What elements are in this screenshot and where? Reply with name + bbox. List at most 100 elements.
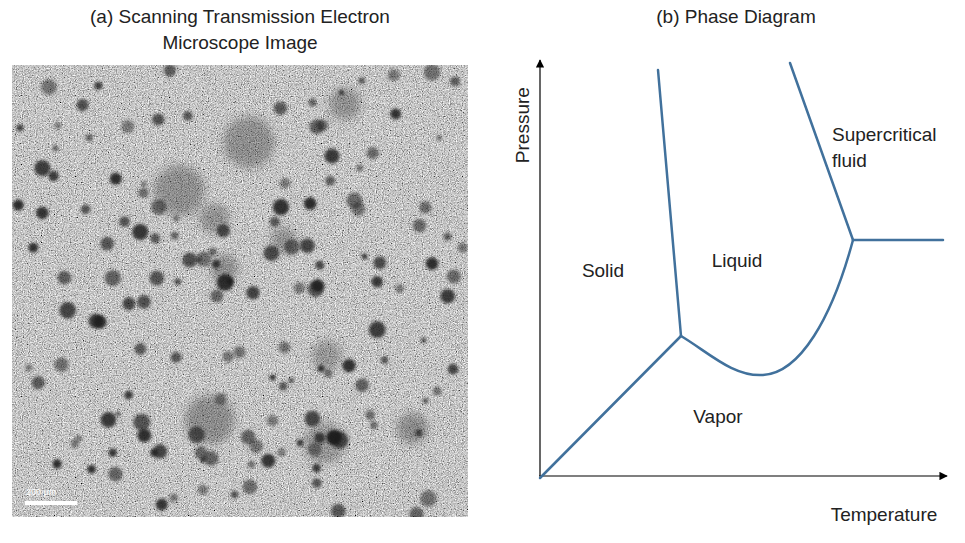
region-label: Vapor: [693, 404, 742, 430]
particle: [329, 88, 361, 120]
particle: [198, 485, 208, 495]
boiling-curve: [681, 240, 853, 375]
particle: [52, 459, 61, 468]
particle: [248, 461, 255, 468]
particle: [87, 465, 96, 474]
particle: [137, 429, 151, 443]
particle: [246, 286, 259, 299]
particle: [325, 176, 335, 186]
particle: [169, 493, 178, 502]
particle: [153, 444, 167, 458]
particle: [108, 467, 123, 482]
phase-diagram: [539, 60, 947, 478]
particle: [34, 160, 50, 176]
particle: [271, 227, 297, 253]
particle: [289, 378, 294, 383]
particle: [277, 448, 286, 457]
particle: [450, 76, 460, 86]
particle: [223, 116, 274, 167]
particle: [312, 478, 322, 488]
particle: [381, 356, 389, 364]
particle: [94, 82, 102, 90]
particle: [171, 232, 179, 240]
particle: [324, 369, 332, 377]
particle: [362, 254, 368, 260]
particle: [413, 219, 426, 232]
particle: [134, 343, 146, 355]
particle: [308, 281, 324, 297]
particle: [458, 243, 468, 253]
particle: [448, 364, 459, 375]
particle: [116, 411, 121, 416]
particle: [13, 200, 24, 211]
particle: [124, 391, 133, 400]
particle: [109, 449, 117, 457]
particle: [409, 507, 423, 517]
particle: [303, 422, 345, 464]
particle: [57, 271, 71, 285]
region-label: Supercritical fluid: [832, 122, 957, 174]
particle-group: [13, 65, 468, 517]
particle: [196, 257, 201, 262]
particle: [447, 269, 461, 283]
particle: [355, 379, 368, 392]
particle: [279, 342, 291, 354]
particle: [182, 252, 197, 267]
particle: [342, 359, 355, 372]
particle: [297, 440, 304, 447]
particle: [426, 257, 439, 270]
particle: [300, 238, 315, 253]
particle: [133, 414, 150, 431]
particle: [86, 134, 93, 141]
panel-heading: (b) Phase Diagram: [656, 4, 815, 30]
particle: [359, 77, 366, 84]
particle: [41, 79, 57, 95]
particle: [233, 346, 245, 358]
particle: [437, 135, 442, 140]
particle: [210, 289, 223, 302]
particle: [315, 261, 324, 270]
particle: [308, 98, 316, 106]
axis-label: Pressure: [510, 87, 536, 163]
particle: [119, 216, 130, 227]
particle: [200, 457, 206, 463]
particle: [423, 398, 428, 403]
particle: [171, 352, 182, 363]
particle: [132, 224, 148, 240]
particle: [59, 302, 76, 319]
particle: [54, 358, 68, 372]
particle: [25, 365, 31, 371]
particle: [208, 248, 216, 256]
particle: [304, 197, 317, 210]
scale-label: 200 µm: [26, 487, 56, 498]
region-label: Liquid: [712, 248, 763, 274]
particle: [419, 201, 431, 213]
particle: [267, 415, 278, 426]
particle: [270, 374, 276, 380]
particle: [312, 464, 321, 473]
particle: [373, 257, 386, 270]
particle: [32, 376, 45, 389]
particle: [390, 109, 401, 120]
panel-heading: (a) Scanning Transmission Electron Micro…: [55, 4, 425, 56]
particle: [279, 382, 288, 391]
particle: [196, 252, 211, 267]
particle: [28, 243, 38, 253]
particle: [141, 181, 147, 187]
particle: [16, 124, 23, 131]
particle: [356, 165, 363, 172]
particle: [280, 178, 290, 188]
particle: [274, 102, 287, 115]
particle: [76, 99, 88, 111]
particle: [173, 216, 179, 222]
particle: [367, 147, 379, 159]
particle: [440, 289, 455, 304]
particle: [312, 341, 342, 371]
particle: [324, 149, 339, 164]
image-ground: [12, 65, 468, 517]
melting-curve: [658, 70, 681, 336]
particle: [370, 421, 378, 429]
particle: [294, 282, 306, 294]
particle: [195, 447, 208, 460]
